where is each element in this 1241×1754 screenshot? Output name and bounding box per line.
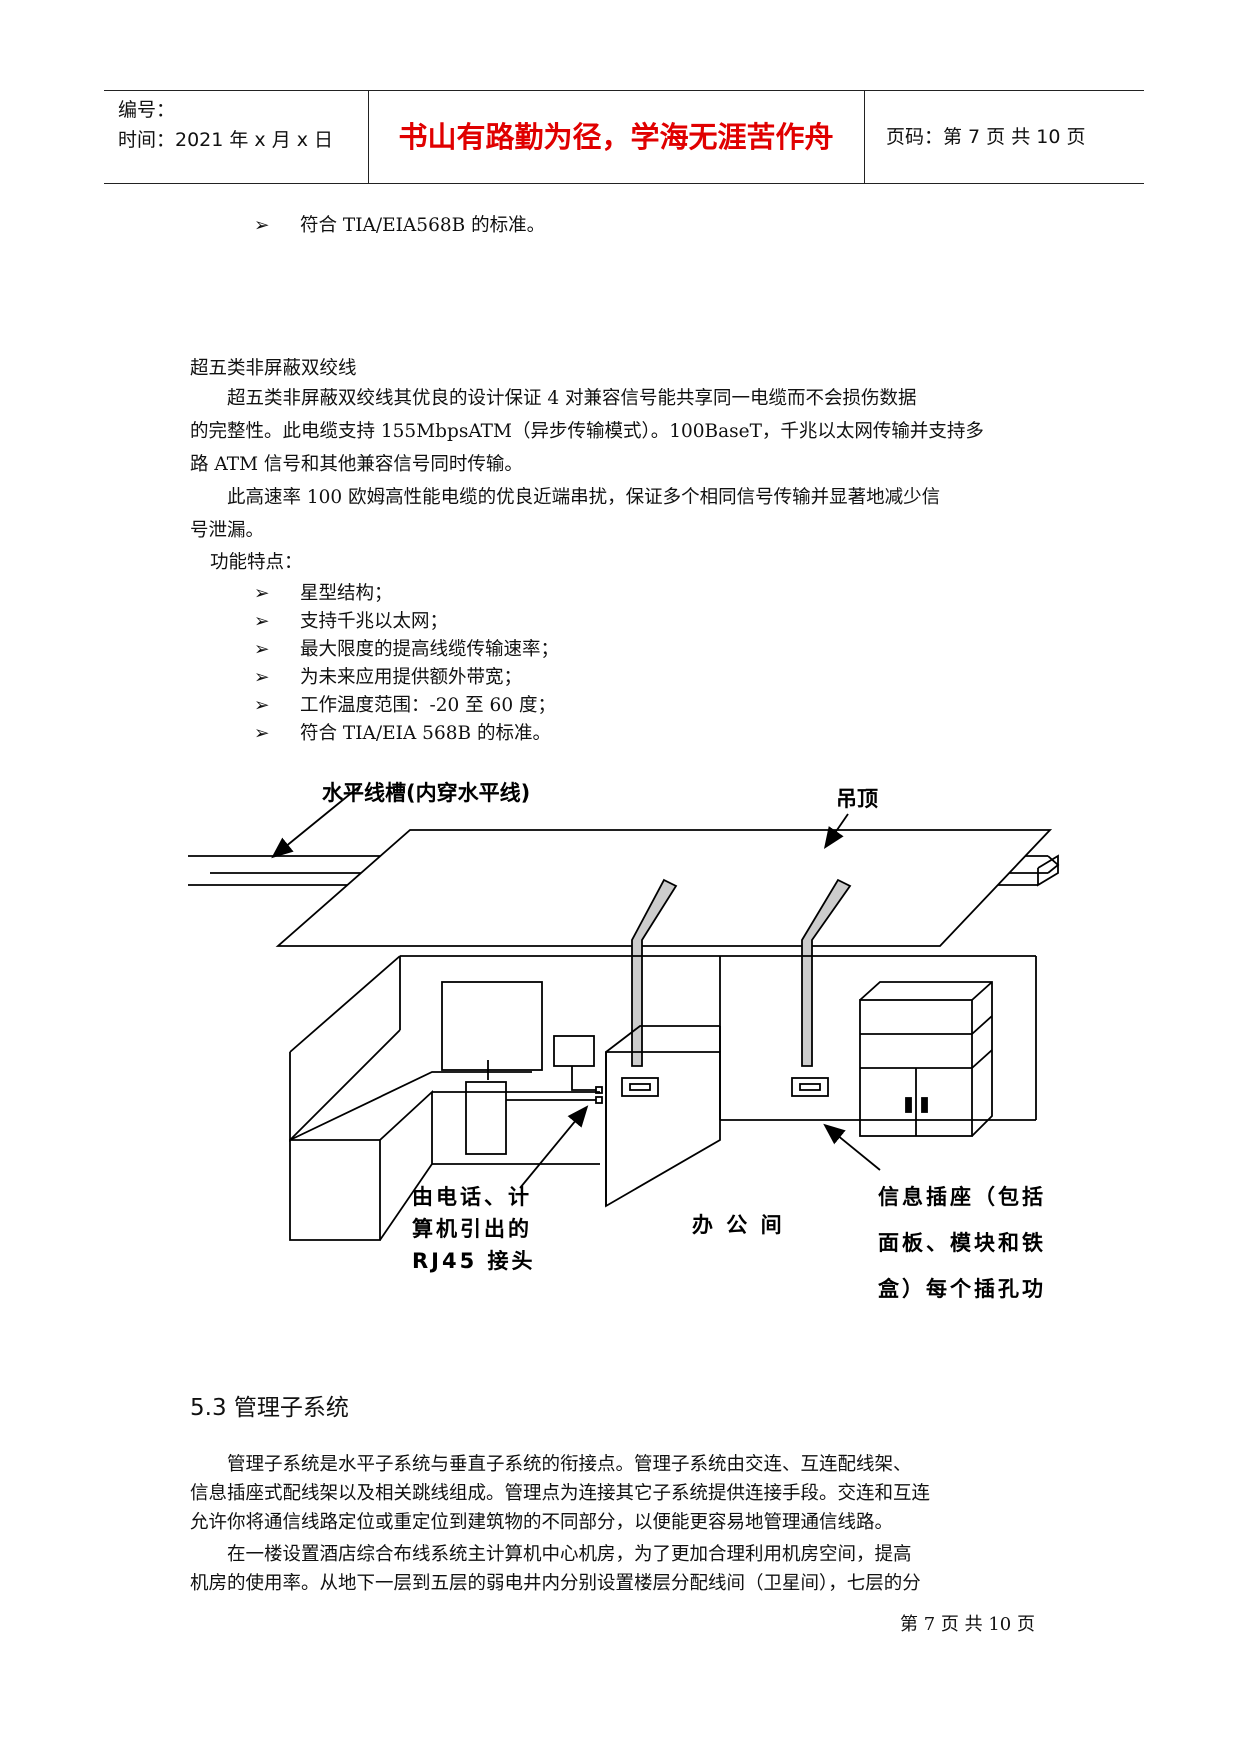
paragraph-1: 超五类非屏蔽双绞线其优良的设计保证 4 对兼容信号能共享同一电缆而不会损伤数据 … <box>190 388 984 475</box>
label-ceiling: 吊顶 <box>836 787 878 811</box>
info-socket <box>621 1077 659 1097</box>
monitor <box>441 981 543 1071</box>
label-socket: 信息插座（包括 <box>878 1185 1046 1209</box>
header-divider <box>368 91 369 183</box>
arrow-bullet-icon: ➢ <box>254 215 270 236</box>
cable-pipe <box>801 878 852 1067</box>
section-title: 超五类非屏蔽双绞线 <box>190 358 357 379</box>
phone-box <box>553 1035 595 1067</box>
desk <box>289 1139 381 1241</box>
cabinet-shelf <box>971 1015 993 1035</box>
list-item: ➢工作温度范围：-20 至 60 度； <box>254 692 559 720</box>
label-office: 办 公 间 <box>692 1213 785 1237</box>
cabinet-shelf <box>971 1049 993 1069</box>
cabinet <box>971 981 993 1001</box>
cpu-tower <box>465 1081 507 1155</box>
list-item: ➢最大限度的提高线缆传输速率； <box>254 636 559 664</box>
cable-pipe <box>631 878 678 1067</box>
list-item: ➢为未来应用提供额外带宽； <box>254 664 559 692</box>
rj45-plug <box>595 1096 603 1104</box>
arrow-bullet-icon: ➢ <box>254 667 270 688</box>
label-socket: 盒）每个插孔功 <box>878 1277 1046 1301</box>
label-socket: 面板、模块和铁 <box>878 1231 1046 1255</box>
features-list: ➢星型结构； ➢支持千兆以太网； ➢最大限度的提高线缆传输速率； ➢为未来应用提… <box>254 580 559 748</box>
list-item: ➢星型结构； <box>254 580 559 608</box>
cabinet-handle <box>905 1097 912 1113</box>
info-socket <box>629 1083 651 1091</box>
cubicle <box>605 1025 720 1053</box>
header-motto: 书山有路勤为径，学海无涯苦作舟 <box>398 120 834 154</box>
page-header: 编号： 时间：2021 年 x 月 x 日 书山有路勤为径，学海无涯苦作舟 页码… <box>104 90 1144 184</box>
arrow-socket <box>823 1123 881 1171</box>
header-time: 时间：2021 年 x 月 x 日 <box>118 129 334 151</box>
label-trough: 水平线槽(内穿水平线) <box>322 781 530 805</box>
info-socket <box>791 1077 829 1097</box>
arrow-rj45 <box>519 1105 589 1189</box>
desk <box>379 1089 433 1241</box>
cabinet-handle <box>921 1097 928 1113</box>
paragraph-4: 在一楼设置酒店综合布线系统主计算机中心机房，为了更加合理利用机房空间，提高 机房… <box>190 1544 921 1594</box>
paragraph-3: 管理子系统是水平子系统与垂直子系统的衔接点。管理子系统由交连、互连配线架、 信息… <box>190 1454 931 1533</box>
list-item: ➢支持千兆以太网； <box>254 608 559 636</box>
list-item: ➢符合 TIA/EIA 568B 的标准。 <box>254 720 559 748</box>
arrow-bullet-icon: ➢ <box>254 723 270 744</box>
arrow-bullet-icon: ➢ <box>254 583 270 604</box>
trough-end <box>1037 854 1059 887</box>
arrow-trough <box>271 785 361 859</box>
info-socket <box>799 1083 821 1091</box>
arrow-bullet-icon: ➢ <box>254 611 270 632</box>
desk <box>289 1071 532 1141</box>
features-label: 功能特点： <box>210 552 303 573</box>
header-number: 编号： <box>118 99 176 121</box>
wall-line <box>289 955 401 1053</box>
wire <box>571 1066 596 1091</box>
rj45-plug <box>595 1086 603 1094</box>
page-footer: 第 7 页 共 10 页 <box>900 1614 1035 1635</box>
arrow-bullet-icon: ➢ <box>254 639 270 660</box>
label-rj45: 算机引出的 <box>412 1217 532 1241</box>
label-rj45: RJ45 接头 <box>412 1249 536 1273</box>
intro-bullet: ➢符合 TIA/EIA568B 的标准。 <box>254 212 545 240</box>
label-rj45: 由电话、计 <box>412 1185 532 1209</box>
header-meta: 编号： 时间：2021 年 x 月 x 日 <box>118 95 333 155</box>
arrow-bullet-icon: ➢ <box>254 695 270 716</box>
wall-line <box>289 1029 401 1143</box>
header-divider <box>864 91 865 183</box>
cubicle <box>605 1051 721 1208</box>
header-page-number: 页码：第 7 页 共 10 页 <box>886 126 1086 148</box>
subsection-title: 5.3 管理子系统 <box>190 1395 349 1421</box>
paragraph-2: 此高速率 100 欧姆高性能电缆的优良近端串扰，保证多个相同信号传输并显著地减少… <box>190 487 941 541</box>
arrow-ceiling <box>823 813 849 849</box>
